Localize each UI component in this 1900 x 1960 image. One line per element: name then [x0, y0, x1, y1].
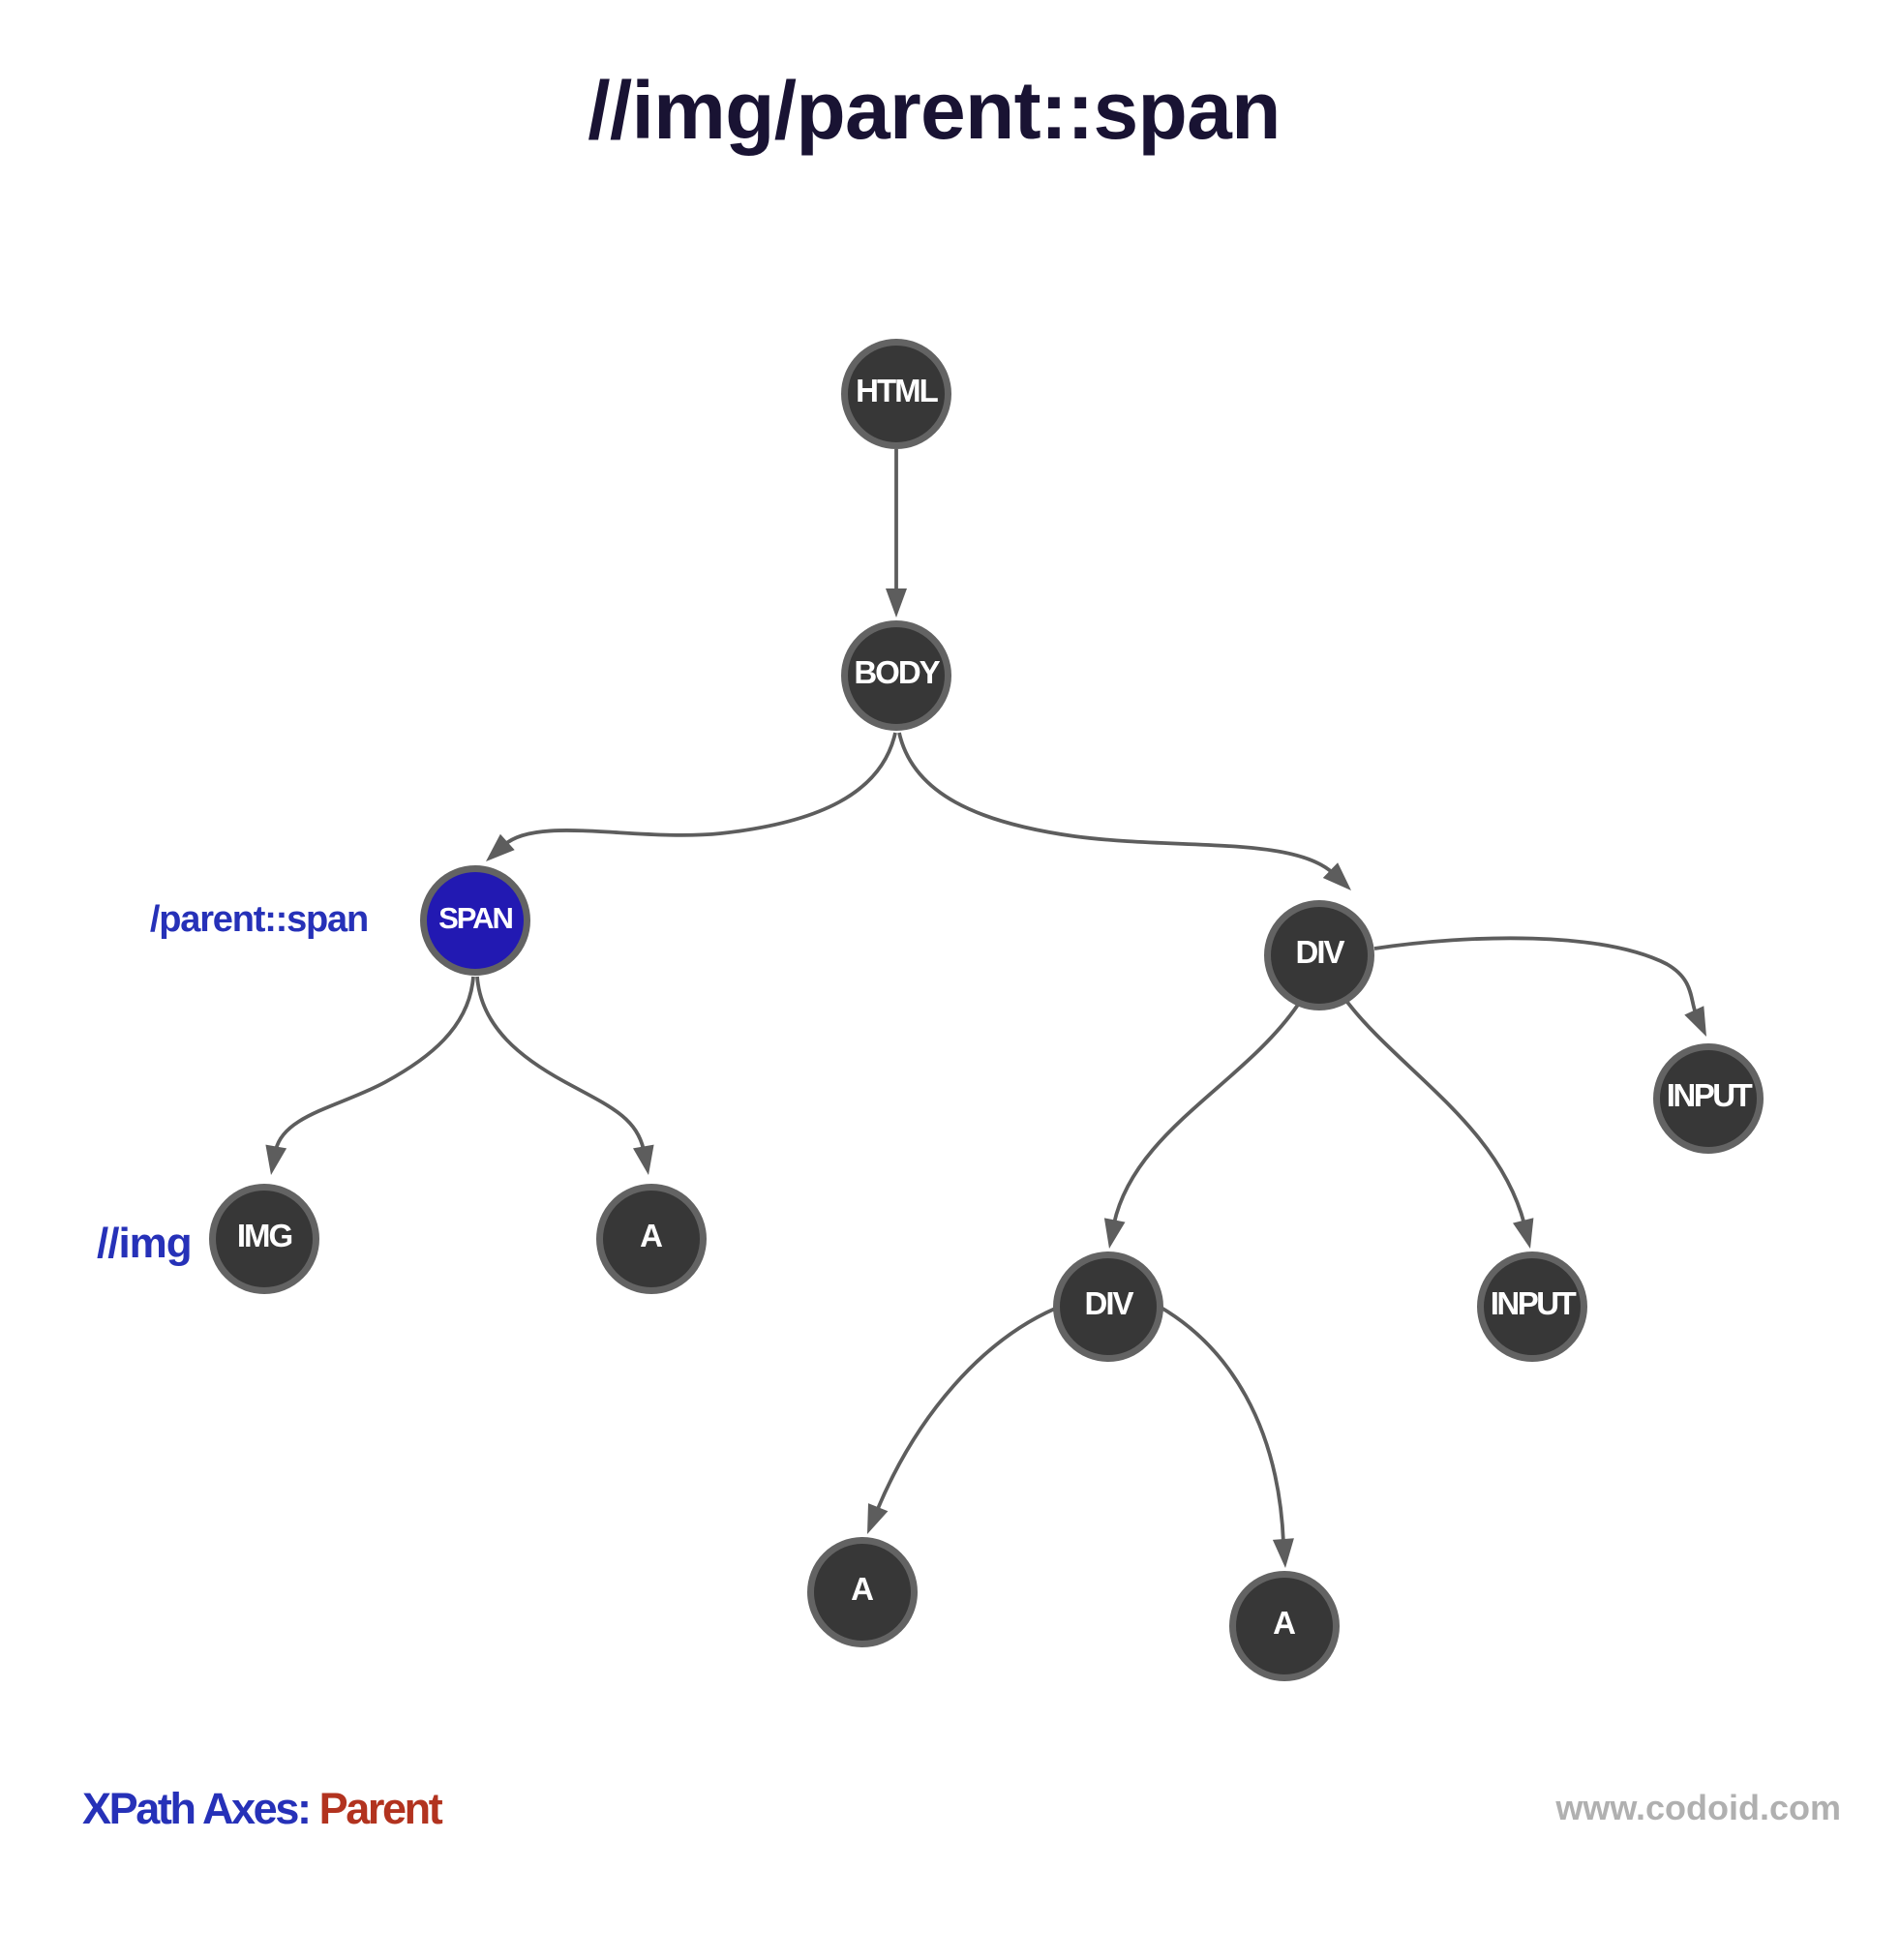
svg-text:www.codoid.com: www.codoid.com — [1554, 1788, 1841, 1827]
svg-text://img/parent::span: //img/parent::span — [588, 65, 1280, 156]
svg-text:BODY: BODY — [854, 654, 940, 690]
svg-text://img: //img — [97, 1220, 192, 1267]
svg-text:A: A — [851, 1571, 874, 1607]
svg-text:XPath Axes: Parent: XPath Axes: Parent — [82, 1784, 443, 1833]
svg-text:/parent::span: /parent::span — [150, 899, 368, 940]
svg-text:SPAN: SPAN — [438, 901, 512, 935]
svg-text:IMG: IMG — [237, 1218, 292, 1253]
svg-text:INPUT: INPUT — [1491, 1285, 1577, 1321]
svg-text:HTML: HTML — [856, 373, 938, 408]
svg-text:DIV: DIV — [1084, 1285, 1133, 1321]
svg-text:A: A — [1273, 1605, 1296, 1641]
svg-text:INPUT: INPUT — [1667, 1077, 1753, 1113]
svg-text:A: A — [640, 1218, 663, 1253]
svg-text:DIV: DIV — [1295, 934, 1344, 970]
